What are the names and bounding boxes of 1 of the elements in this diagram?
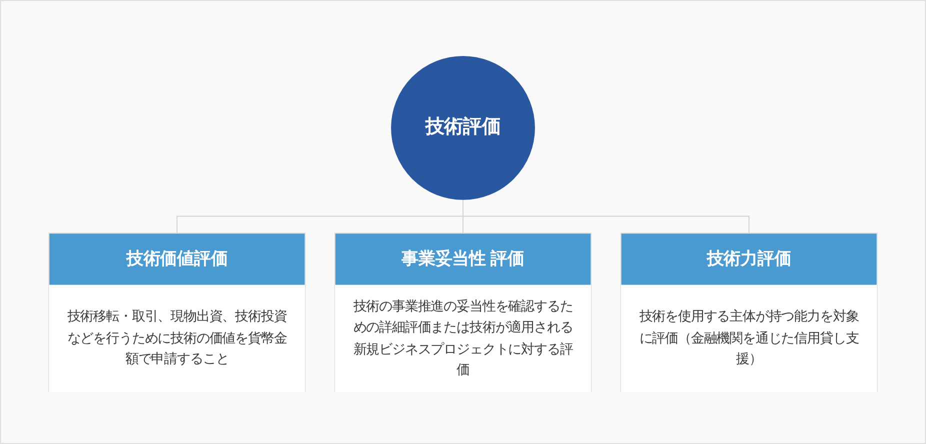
node-circle: 技術評価 — [391, 56, 535, 200]
